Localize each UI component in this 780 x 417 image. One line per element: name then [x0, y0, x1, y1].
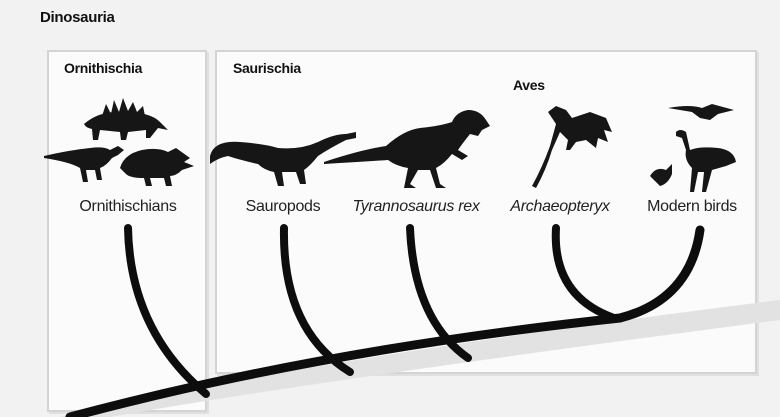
stegosaurus-icon [84, 98, 168, 140]
triceratops-icon [120, 148, 194, 186]
trunk-line [70, 230, 700, 417]
eagle-icon [668, 104, 734, 120]
taxon-label-tyrannosaurus: Tyrannosaurus rex [352, 198, 479, 216]
taxon-label-ornithischians: Ornithischians [79, 198, 176, 216]
hadrosaur-icon [44, 146, 124, 182]
taxon-label-modern-birds: Modern birds [647, 198, 737, 216]
ostrich-icon [676, 130, 736, 192]
small-bird-icon [650, 164, 672, 186]
archaeopteryx-icon [532, 106, 612, 188]
taxon-label-sauropods: Sauropods [246, 198, 321, 216]
phylogeny-tree [70, 228, 700, 417]
taxon-label-archaeopteryx: Archaeopteryx [510, 198, 609, 216]
branch-sauropods [284, 228, 350, 372]
branch-ornithischians [128, 228, 206, 394]
branch-archaeopteryx [556, 228, 614, 318]
tyrannosaurus-icon [324, 110, 490, 188]
